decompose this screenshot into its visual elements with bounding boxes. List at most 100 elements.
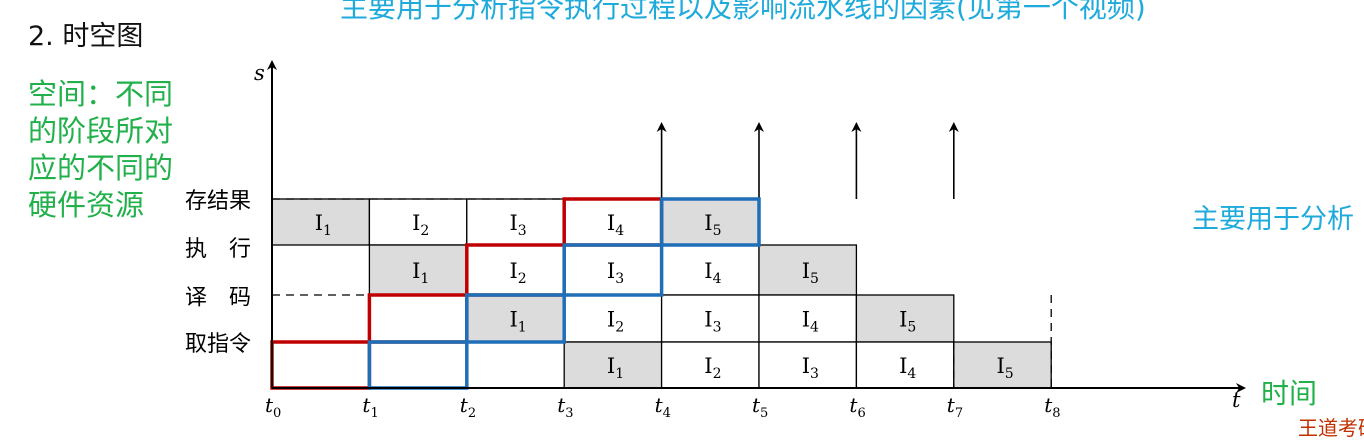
- cell-label-subscript: 1: [420, 271, 429, 287]
- cell-label: I4: [802, 308, 819, 336]
- cell-label: I1: [510, 308, 527, 336]
- cell-label: I1: [315, 211, 332, 239]
- cell-label: I4: [607, 211, 624, 239]
- cell-box: [563, 244, 663, 296]
- time-tick-subscript: 2: [468, 406, 476, 421]
- cell-box: [855, 294, 955, 343]
- cell-label: I3: [704, 308, 721, 336]
- pipeline-cell: I5: [660, 198, 760, 246]
- top-caption: 主要用于分析指令执行过程以及影响流水线的因素(见第一个视频): [340, 0, 1146, 24]
- time-tick-subscript: 7: [955, 406, 963, 421]
- cell-label-main: I: [997, 354, 1005, 378]
- instruction-2-path: [367, 197, 761, 390]
- cell-label-subscript: 1: [323, 223, 332, 239]
- cell-label: I4: [899, 354, 916, 382]
- stage-label: 译 码: [185, 286, 251, 311]
- cell-label-main: I: [704, 308, 712, 332]
- section-title: 2. 时空图: [28, 21, 144, 52]
- pipeline-cell: I5: [758, 244, 858, 296]
- cell-label: I3: [607, 259, 624, 287]
- time-tick-subscript: 4: [663, 406, 671, 421]
- pipeline-cell: I2: [660, 341, 760, 389]
- cell-label: I5: [802, 259, 819, 287]
- time-tick-main: t: [362, 393, 371, 417]
- cell-label-main: I: [802, 354, 810, 378]
- pipeline-cell: I2: [368, 198, 468, 246]
- cell-label-main: I: [412, 259, 420, 283]
- cell-label-main: I: [607, 308, 615, 332]
- cell-box: [758, 341, 858, 389]
- cell-label: I2: [704, 354, 721, 382]
- cell-label: I1: [412, 259, 429, 287]
- pipeline-cell: I3: [660, 294, 760, 343]
- cell-label-main: I: [510, 211, 518, 235]
- cell-box: [660, 341, 760, 389]
- cell-label-main: I: [510, 259, 518, 283]
- y-axis-label: s: [254, 61, 265, 85]
- time-tick-main: t: [947, 393, 956, 417]
- stage-label: 执 行: [185, 237, 251, 262]
- instruction-highlights: [270, 197, 761, 390]
- stage-label: 取指令: [185, 332, 251, 357]
- space-annotation-line: 的阶段所对: [28, 114, 174, 148]
- pipeline-cell: I3: [466, 198, 565, 246]
- time-axis-note: 时间: [1261, 377, 1318, 410]
- time-tick-label: t6: [849, 393, 865, 421]
- space-annotation-line: 空间：不同: [28, 77, 174, 111]
- cell-label-subscript: 4: [713, 271, 722, 287]
- cell-label: I3: [802, 354, 819, 382]
- cell-label: I5: [704, 211, 721, 239]
- cell-label: I3: [510, 211, 527, 239]
- cell-label: I5: [997, 354, 1014, 382]
- pipeline-cell: I1: [563, 341, 663, 389]
- cell-label-subscript: 3: [810, 366, 819, 382]
- space-annotation: 空间：不同 的阶段所对 应的不同的 硬件资源: [28, 76, 208, 224]
- cell-label-main: I: [704, 211, 712, 235]
- pipeline-cell: I1: [466, 294, 565, 343]
- time-tick-label: t7: [947, 393, 963, 421]
- time-tick-label: t2: [460, 393, 476, 421]
- cell-label-main: I: [412, 211, 420, 235]
- cell-label-subscript: 3: [518, 223, 527, 239]
- pipeline-cell: I2: [466, 244, 565, 296]
- pipeline-cell: I3: [563, 244, 663, 296]
- cell-box: [855, 341, 955, 389]
- pipeline-cell: I4: [660, 244, 760, 296]
- pipeline-cell: I4: [758, 294, 858, 343]
- time-tick-subscript: 5: [760, 406, 768, 421]
- time-tick-label: t8: [1044, 393, 1060, 421]
- cell-label-subscript: 4: [615, 223, 624, 239]
- axes: s t: [254, 60, 1246, 412]
- cell-label-main: I: [607, 259, 615, 283]
- cell-label-subscript: 5: [713, 223, 722, 239]
- pipeline-cell: I4: [563, 198, 663, 246]
- time-tick-main: t: [849, 393, 858, 417]
- cell-label-main: I: [607, 211, 615, 235]
- cell-box: [953, 341, 1052, 389]
- cell-box: [758, 244, 858, 296]
- space-annotation-line: 应的不同的: [28, 151, 174, 185]
- cell-label: I2: [510, 259, 527, 287]
- cell-box: [660, 294, 760, 343]
- cell-label-subscript: 1: [518, 320, 527, 336]
- time-tick-label: t5: [752, 393, 768, 421]
- cell-label-main: I: [802, 259, 810, 283]
- cell-label-subscript: 3: [615, 271, 624, 287]
- cell-box: [563, 294, 663, 343]
- time-tick-subscript: 3: [565, 406, 573, 421]
- cell-label-subscript: 5: [907, 320, 916, 336]
- time-tick-main: t: [265, 393, 274, 417]
- cell-box: [466, 294, 565, 343]
- time-tick-main: t: [752, 393, 761, 417]
- cell-label-subscript: 5: [1005, 366, 1014, 382]
- cell-label-main: I: [315, 211, 323, 235]
- pipeline-cell: I5: [953, 341, 1052, 389]
- time-tick-label: t0: [265, 393, 281, 421]
- time-tick-main: t: [557, 393, 566, 417]
- pipeline-cell: I1: [271, 198, 371, 246]
- cell-label-subscript: 4: [810, 320, 819, 336]
- cell-label-subscript: 3: [713, 320, 722, 336]
- time-tick-main: t: [460, 393, 469, 417]
